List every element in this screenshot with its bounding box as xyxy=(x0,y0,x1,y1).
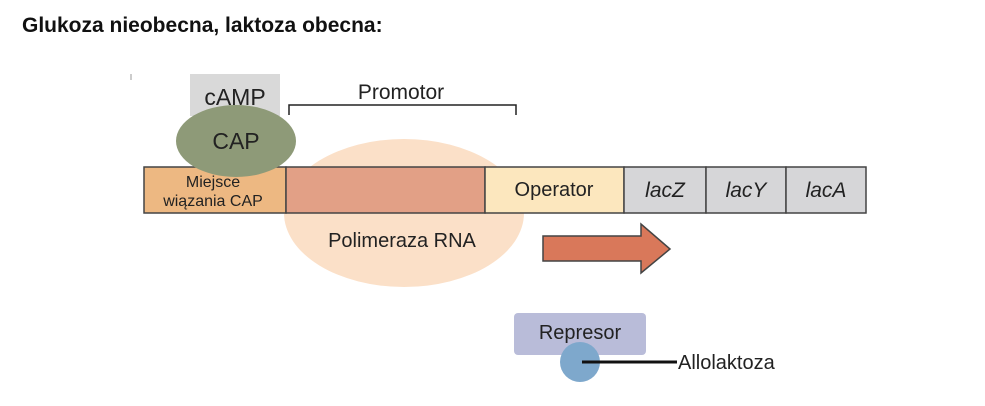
repressor-label: Represor xyxy=(539,322,622,344)
gene-laca xyxy=(785,166,867,214)
cap-protein xyxy=(176,105,296,177)
operator-region xyxy=(484,166,625,214)
allolactose-molecule xyxy=(560,342,600,382)
gene-lacy xyxy=(705,166,787,214)
repressor-protein xyxy=(514,313,646,355)
polymerase-label: Polimeraza RNA xyxy=(328,230,476,252)
page-title: Glukoza nieobecna, laktoza obecna: xyxy=(22,14,383,37)
operator-label: Operator xyxy=(515,179,594,201)
laca-label: lacA xyxy=(806,179,847,202)
lacy-label: lacY xyxy=(726,179,769,202)
cap-site-label-line2: wiązania CAP xyxy=(162,193,263,210)
promoter-region xyxy=(285,166,486,214)
cap-label: CAP xyxy=(212,128,259,154)
transcription-arrow xyxy=(542,222,672,275)
promotor-label: Promotor xyxy=(358,81,444,104)
lacz-label: lacZ xyxy=(645,179,686,202)
promotor-bracket xyxy=(288,104,517,115)
cap-site-label-line1: Miejsce xyxy=(186,174,240,191)
allolactose-label: Allolaktoza xyxy=(678,352,776,374)
